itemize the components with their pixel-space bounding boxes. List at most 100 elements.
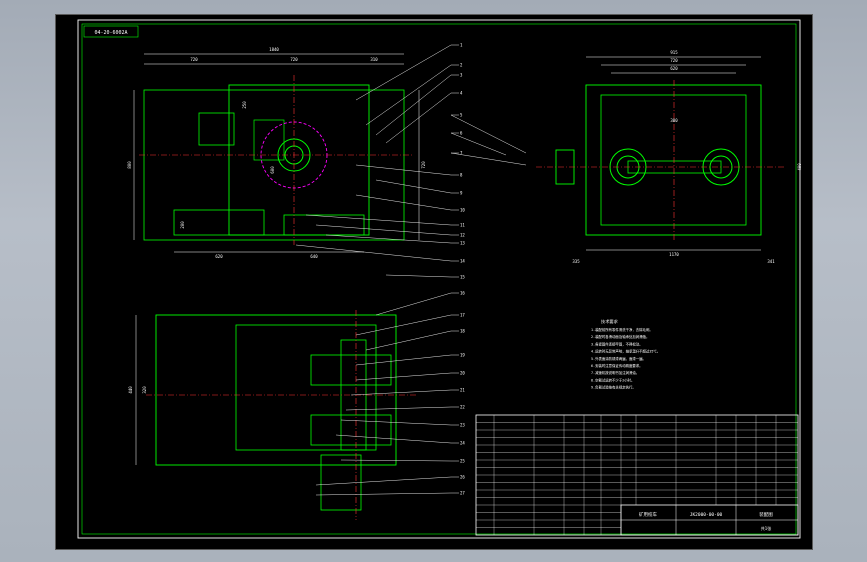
front-dim-bottom2: 640 [310, 254, 318, 259]
balloon-number: 6 [460, 131, 463, 136]
side-dim-overall: 915 [670, 50, 678, 55]
front-dim-d: 600 [270, 166, 275, 174]
note-line: 6.安装时注意保证传动精度要求。 [591, 363, 643, 368]
notes-title: 技术要求 [601, 318, 619, 325]
front-dim-c: 310 [370, 57, 378, 62]
balloon-number: 2 [460, 63, 463, 68]
leader-line [355, 194, 452, 211]
front-dim-side2: 720 [421, 161, 426, 169]
front-brake-box [198, 112, 235, 146]
front-housing-outline [143, 89, 405, 241]
note-line: 4.运转时无异常声响，轴承温升不超过35℃。 [591, 349, 660, 354]
side-dim-c: 300 [670, 118, 678, 123]
side-dim-bottom: 1170 [669, 252, 679, 257]
leader-line [385, 274, 452, 278]
front-base-right [283, 214, 365, 236]
side-dim-a: 720 [670, 58, 678, 63]
leader-line [450, 114, 527, 154]
balloon-number: 10 [460, 208, 465, 213]
leader-line [375, 74, 452, 136]
front-motor-body [228, 84, 370, 236]
balloon-number: 18 [460, 329, 465, 334]
leader-line [295, 244, 452, 262]
leader-line [325, 234, 452, 244]
note-line: 7.减速机按说明书加注润滑油。 [591, 370, 639, 375]
leader-line [355, 314, 452, 336]
side-dim-bottom-l: 335 [572, 259, 580, 264]
front-dim-side: 800 [127, 161, 132, 169]
note-line: 3.各紧固件连接牢固，不得松动。 [591, 341, 643, 346]
front-dim-e: 250 [242, 101, 247, 109]
title-drawing-number: JK2000-00-00 [690, 512, 723, 518]
leader-line [305, 214, 452, 226]
leader-line [450, 132, 507, 156]
balloon-number: 1 [460, 43, 463, 48]
note-line: 8.空载试运转不少于2小时。 [591, 377, 634, 382]
front-dim-a: 720 [190, 57, 198, 62]
plan-dim-height2: 320 [142, 386, 147, 394]
balloon-number: 13 [460, 241, 465, 246]
front-dim-bottom3: 200 [180, 221, 185, 229]
plan-frame [155, 314, 397, 466]
balloon-number: 3 [460, 73, 463, 78]
balloon-number: 24 [460, 441, 465, 446]
leader-line [365, 330, 452, 351]
side-dim-d: 400 [797, 163, 802, 171]
balloon-number: 26 [460, 475, 465, 480]
note-line: 1.装配前所有零件清洗干净，去除毛刺。 [591, 327, 653, 332]
balloon-number: 8 [460, 173, 463, 178]
balloon-number: 19 [460, 353, 465, 358]
drawing-border [81, 23, 797, 535]
side-dim-bottom-r: 341 [767, 259, 775, 264]
leader-line [335, 434, 452, 444]
leader-line [350, 389, 452, 396]
balloon-number: 15 [460, 275, 465, 280]
balloon-number: 4 [460, 91, 463, 96]
label-box [83, 25, 139, 38]
balloon-number: 5 [460, 113, 463, 118]
plan-inner [235, 324, 377, 451]
title-sheet: 共1张 [761, 525, 771, 531]
front-dim-overall: 1840 [269, 47, 279, 52]
leader-line [315, 224, 452, 236]
balloon-number: 20 [460, 371, 465, 376]
plan-dim-height: 440 [128, 386, 133, 394]
leader-line [375, 292, 452, 316]
leader-line [375, 179, 452, 194]
leader-line [345, 406, 452, 411]
front-dim-bottom: 620 [215, 254, 223, 259]
leader-line [355, 164, 452, 176]
balloon-number: 9 [460, 191, 463, 196]
front-base-left [173, 209, 265, 236]
front-gear-box [253, 119, 285, 161]
plan-drum-lower [310, 414, 392, 446]
plan-drum-upper [310, 354, 392, 386]
balloon-number: 16 [460, 291, 465, 296]
balloon-number: 22 [460, 405, 465, 410]
title-company: 装配图 [759, 511, 773, 518]
side-dim-b: 620 [670, 66, 678, 71]
leader-line [450, 152, 527, 166]
balloon-number: 17 [460, 313, 465, 318]
leader-line [315, 492, 452, 496]
front-dim-b: 720 [290, 57, 298, 62]
balloon-number: 23 [460, 423, 465, 428]
leader-line [355, 354, 452, 366]
balloon-number: 11 [460, 223, 465, 228]
side-shaft [627, 160, 722, 174]
leader-line [355, 44, 452, 101]
leader-line [315, 476, 452, 486]
balloon-number: 27 [460, 491, 465, 496]
note-line: 5.外表面涂防锈漆两遍，面漆一遍。 [591, 356, 646, 361]
leader-line [340, 459, 452, 462]
leader-line [355, 372, 452, 381]
drawing-frame [77, 19, 801, 539]
balloon-number: 12 [460, 233, 465, 238]
leader-line [340, 419, 452, 426]
balloon-number: 7 [460, 151, 463, 156]
leader-line [365, 64, 452, 126]
balloon-number: 14 [460, 259, 465, 264]
leader-line [385, 92, 452, 144]
